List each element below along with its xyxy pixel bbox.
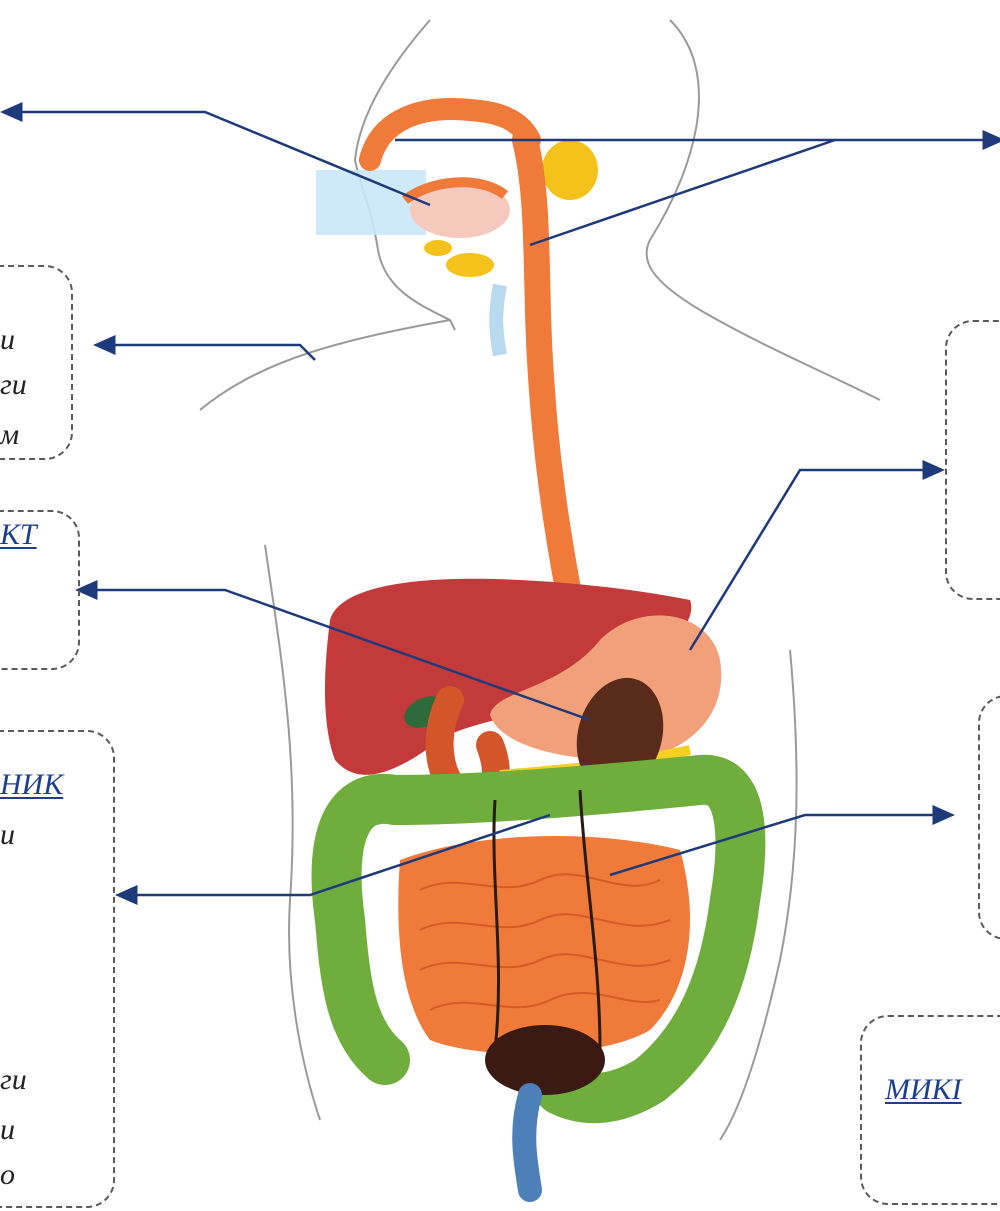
label-right-3-title: МИКІ	[885, 1075, 962, 1105]
back-of-head-outline	[647, 20, 700, 310]
nasal-passage	[370, 109, 530, 160]
label-box-right-2	[978, 695, 1000, 940]
label-left-3-line-5: о	[0, 1160, 15, 1190]
submandibular-gland	[446, 253, 494, 277]
sublingual-gland	[424, 240, 452, 256]
label-box-left-3	[0, 730, 115, 1208]
bladder	[485, 1025, 605, 1095]
label-left-3-line-4: и	[0, 1115, 15, 1145]
label-left-3-line-3: ги	[0, 1065, 27, 1095]
shoulder-right	[700, 310, 880, 400]
small-intestine	[398, 836, 690, 1054]
label-box-right-3	[860, 1015, 1000, 1205]
shoulder-left	[200, 320, 450, 410]
label-left-2-title: КТ	[0, 520, 37, 550]
rectum	[524, 1095, 530, 1190]
trachea	[496, 285, 500, 355]
label-box-right-1	[945, 320, 1000, 600]
label-left-1-line-1: и	[0, 325, 15, 355]
arrow-to-right-box-1	[690, 470, 935, 650]
torso-left	[265, 545, 320, 1120]
label-left-3-title: НИК	[0, 770, 63, 800]
arrow-to-left-box-1	[103, 345, 315, 360]
parotid-gland	[542, 140, 598, 200]
label-left-1-line-2: ги	[0, 370, 27, 400]
label-left-3-line-2: и	[0, 820, 15, 850]
label-left-1-line-3: м	[0, 420, 19, 450]
